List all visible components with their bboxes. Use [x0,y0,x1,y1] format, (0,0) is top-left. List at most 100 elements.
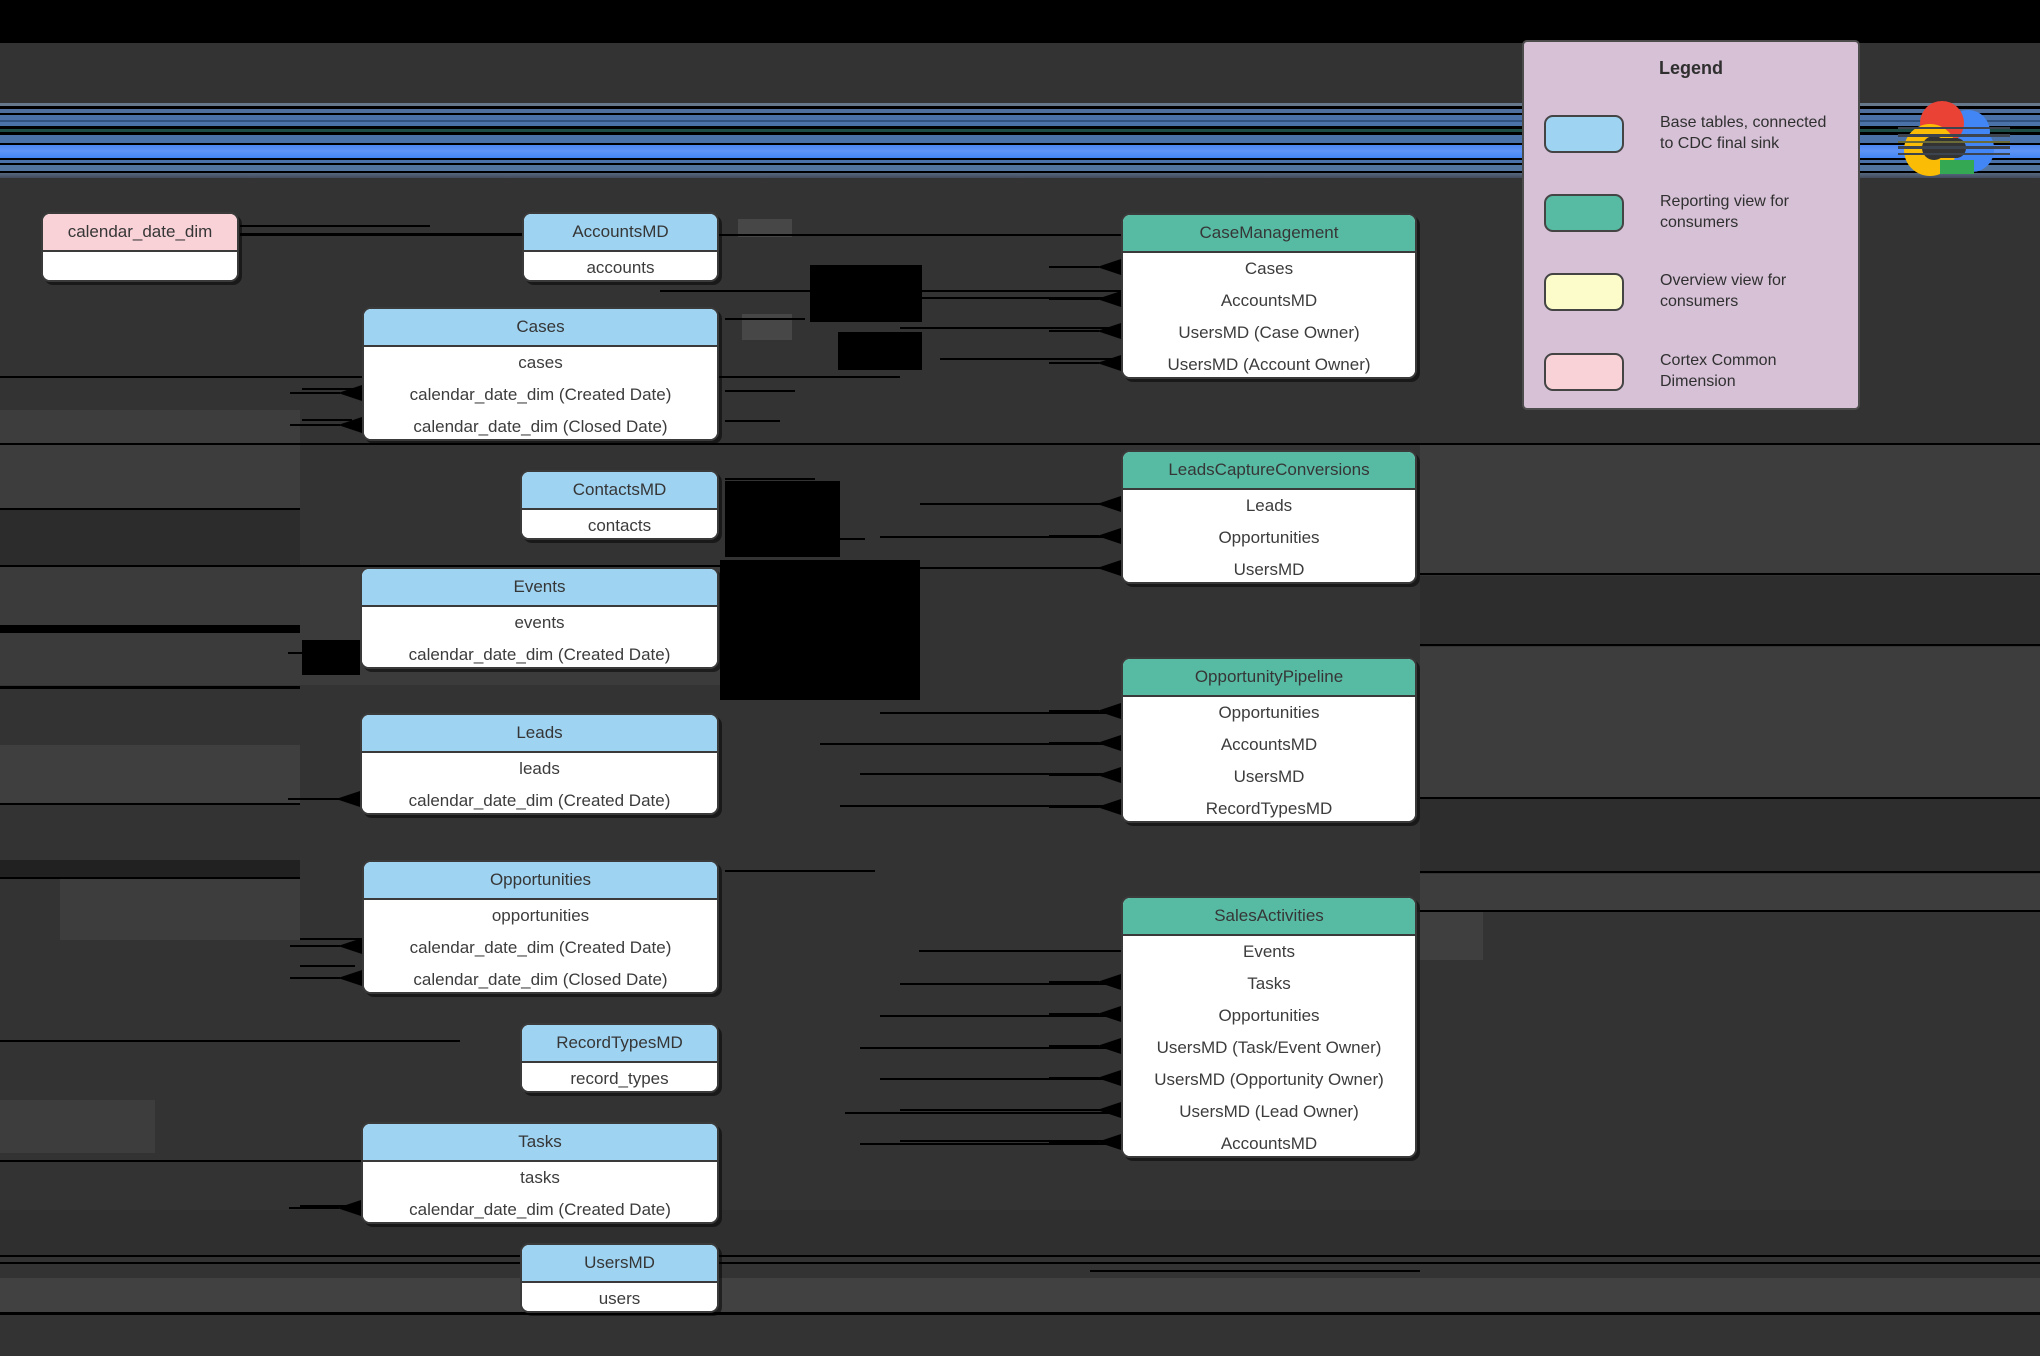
table-row: UsersMD (Task/Event Owner) [1123,1032,1415,1064]
connector-line [725,538,865,540]
connector-line [290,977,340,979]
connector-line [0,1262,2040,1264]
legend-item-reporting: Reporting view for consumers [1544,185,1844,241]
connector-line [1420,573,2040,575]
legend-swatch-common-dimension [1544,353,1624,391]
connector-line [302,419,352,421]
table-row: accounts [524,252,717,280]
table-header: LeadsCaptureConversions [1123,452,1415,490]
table-row: Tasks [1123,968,1415,1000]
legend-panel: Legend Base tables, connected to CDC fin… [1522,40,1860,410]
connector-arrowhead-icon [1097,1102,1121,1118]
table-row: Opportunities [1123,522,1415,554]
connector-line [820,743,1121,745]
connector-line [0,508,300,510]
connector-arrowhead-icon [1097,767,1121,783]
table-header: AccountsMD [524,214,717,252]
connector-line [1049,742,1099,744]
connector-arrowhead-icon [1097,496,1121,512]
table-header: SalesActivities [1123,898,1415,936]
table-row: Cases [1123,253,1415,285]
table-header: calendar_date_dim [43,214,237,252]
connector-line [1420,910,2040,912]
connector-line [920,503,1121,505]
table-header: OpportunityPipeline [1123,659,1415,697]
connector-line [840,805,1121,807]
legend-title: Legend [1658,58,1723,78]
connector-arrowhead-icon [336,791,360,807]
connector-line [719,234,1121,236]
table-row: events [362,607,717,639]
connector-arrowhead-icon [1097,974,1121,990]
connector-arrowhead-icon [338,417,362,433]
connector-line [900,327,1121,329]
connector-line [1049,298,1099,300]
connector-line [845,1112,1145,1114]
connector-arrowhead-icon [1097,355,1121,371]
connector-line [1420,797,2040,799]
legend-swatch-base-table [1544,115,1624,153]
connector-line [0,1040,460,1042]
glitch-patch [810,265,922,322]
connector-line [940,358,1121,360]
table-row: calendar_date_dim (Created Date) [362,785,717,813]
table-row: calendar_date_dim (Closed Date) [364,964,717,992]
legend-label: Reporting view for consumers [1660,193,1789,231]
connector-line [919,950,1121,952]
connector-line [725,478,815,480]
connector-line [240,225,430,227]
connector-line [0,443,2040,445]
glitch-band [1417,912,1483,960]
connector-line [1049,774,1099,776]
connector-line [1420,871,2040,873]
glitch-band [0,1100,155,1153]
connector-line [860,1143,1121,1145]
glitch-band [1420,576,2040,644]
connector-line [289,1207,339,1209]
table-row: UsersMD (Opportunity Owner) [1123,1064,1415,1096]
connector-line [1049,362,1099,364]
table-row: tasks [363,1162,717,1194]
connector-line [0,877,300,879]
connector-line [1049,710,1099,712]
connector-line [725,390,795,392]
table-header: Leads [362,715,717,753]
connector-arrowhead-icon [1097,703,1121,719]
connector-line [0,803,300,805]
connector-line [900,983,1121,985]
connector-arrowhead-icon [1097,560,1121,576]
connector-line [288,652,338,654]
connector-line [1420,644,2040,646]
connector-line [725,1262,925,1264]
connector-line [0,625,300,633]
table-header: ContactsMD [522,472,717,510]
table-row [43,252,237,280]
table-header: Opportunities [364,862,717,900]
connector-line [1049,266,1099,268]
table-row: Leads [1123,490,1415,522]
legend-label: Cortex Common Dimension [1660,352,1777,390]
table-row: UsersMD [1123,761,1415,793]
table-header: CaseManagement [1123,215,1415,253]
connector-line [660,290,1121,292]
glitch-band [1420,874,2040,910]
connector-line [900,1140,1150,1142]
table-row: AccountsMD [1123,285,1415,317]
table-row: AccountsMD [1123,1128,1415,1156]
legend-swatch-reporting-view [1544,194,1624,232]
legend-label: Overview view for consumers [1660,272,1787,310]
connector-arrowhead-icon [1097,291,1121,307]
table-row: calendar_date_dim (Closed Date) [364,411,717,439]
connector-line [1049,1109,1099,1111]
connector-arrowhead-icon [336,645,360,661]
connector-line [1049,503,1099,505]
table-header: Events [362,569,717,607]
connector-line [0,686,300,689]
connector-arrowhead-icon [1097,799,1121,815]
